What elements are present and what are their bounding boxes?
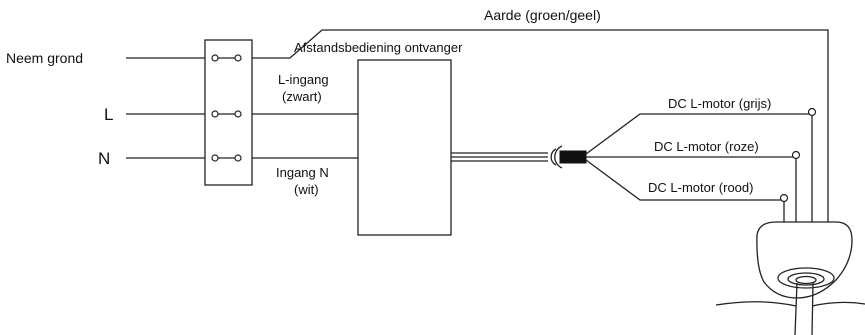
output-cable bbox=[451, 152, 548, 162]
receiver-box bbox=[357, 59, 452, 236]
l-input-label-1: L-ingang bbox=[278, 72, 329, 87]
terminal-row-n bbox=[211, 154, 242, 162]
earth-label: Aarde (groen/geel) bbox=[484, 7, 601, 23]
l-input-label-2: (zwart) bbox=[282, 89, 322, 104]
motor-red-terminal bbox=[779, 193, 789, 203]
terminal-row-l bbox=[211, 110, 242, 118]
terminal-row-ground bbox=[211, 54, 242, 62]
receiver-label: Afstandsbediening ontvanger bbox=[294, 40, 463, 55]
motor-pink-wire bbox=[586, 155, 797, 158]
motor-red-label: DC L-motor (rood) bbox=[648, 180, 753, 195]
neem-grond-label: Neem grond bbox=[6, 50, 83, 66]
l-label: L bbox=[104, 105, 113, 124]
motor-pink-label: DC L-motor (roze) bbox=[654, 139, 759, 154]
n-input-label-2: (wit) bbox=[294, 182, 319, 197]
motor-grey-terminal bbox=[807, 107, 817, 117]
fan-motor-icon bbox=[715, 221, 865, 335]
motor-pink-terminal bbox=[791, 150, 801, 160]
motor-grey-label: DC L-motor (grijs) bbox=[668, 96, 771, 111]
cable-connector bbox=[550, 145, 587, 169]
n-input-label-1: Ingang N bbox=[276, 165, 329, 180]
earth-wire bbox=[252, 29, 829, 222]
n-label: N bbox=[98, 149, 110, 168]
